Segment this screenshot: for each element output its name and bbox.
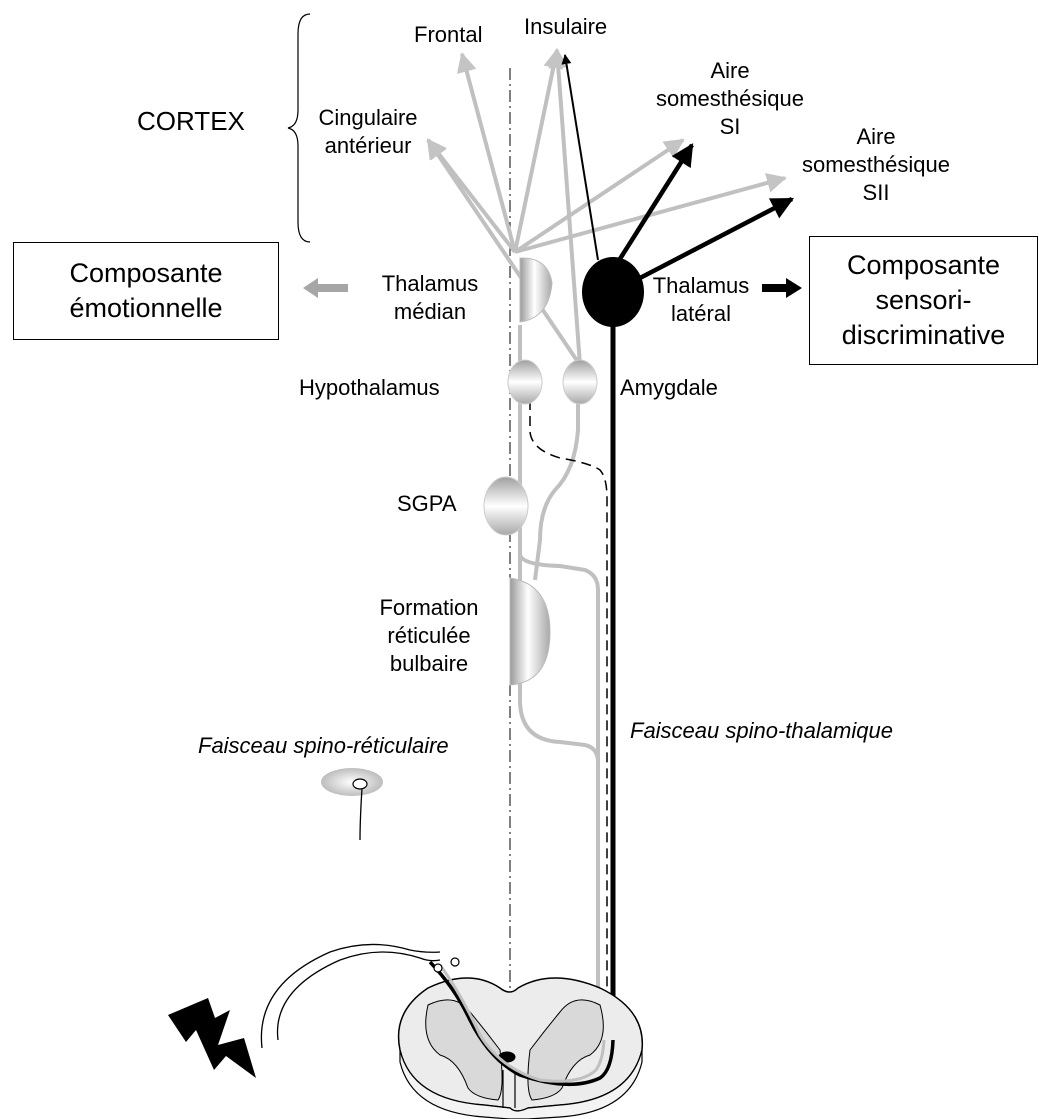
thalamus-lateral-label: Thalamus latéral — [641, 272, 761, 328]
emotional-component-box: Composante émotionnelle — [13, 242, 279, 340]
insulaire-label: Insulaire — [524, 13, 607, 41]
amygdale-label: Amygdale — [620, 374, 718, 402]
thalamus-median-label: Thalamus médian — [360, 270, 500, 326]
cingulaire-line-1: Cingulaire — [303, 104, 433, 132]
formation-label: Formation réticulée bulbaire — [354, 594, 504, 678]
dashed-link — [530, 400, 607, 1032]
cingulaire-line-2: antérieur — [303, 132, 433, 160]
sensory-line-2: sensori- — [810, 283, 1037, 318]
aire-sii-label: Aire somesthésique SII — [786, 123, 966, 207]
sgpa-label: SGPA — [397, 490, 457, 518]
aire-sii-line-1: Aire — [786, 123, 966, 151]
thalamus-median-line-2: médian — [360, 298, 500, 326]
aire-si-line-1: Aire — [645, 57, 815, 85]
thalamus-lateral-line-2: latéral — [641, 300, 761, 328]
spinal-cord — [399, 978, 643, 1119]
dorsal-root-ganglion — [321, 768, 383, 796]
aire-si-line-2: somesthésique — [645, 85, 815, 113]
sensory-line-3: discriminative — [810, 318, 1037, 353]
thalamus-median-line-1: Thalamus — [360, 270, 500, 298]
formation-reticulee — [510, 578, 550, 685]
amygdale-nucleus — [563, 360, 597, 404]
hypothalamus-label: Hypothalamus — [299, 374, 440, 402]
sensory-line-1: Composante — [810, 248, 1037, 283]
hypothalamus-nucleus — [508, 360, 542, 404]
aire-sii-line-3: SII — [786, 179, 966, 207]
formation-line-1: Formation — [354, 594, 504, 622]
formation-line-3: bulbaire — [354, 650, 504, 678]
formation-line-2: réticulée — [354, 622, 504, 650]
emotional-line-2: émotionnelle — [14, 291, 278, 326]
thalamus-lateral — [582, 257, 644, 327]
thalamus-median — [520, 258, 552, 322]
spino-reticulaire-label: Faisceau spino-réticulaire — [198, 733, 449, 759]
aire-sii-line-2: somesthésique — [786, 151, 966, 179]
emotional-line-1: Composante — [14, 256, 278, 291]
lightning-icon — [168, 998, 256, 1078]
thalamus-lateral-line-1: Thalamus — [641, 272, 761, 300]
cingulaire-label: Cingulaire antérieur — [303, 104, 433, 160]
spino-thalamique-label: Faisceau spino-thalamique — [630, 718, 893, 744]
cortex-label: CORTEX — [137, 107, 245, 135]
frontal-label: Frontal — [414, 21, 482, 49]
sgpa-nucleus — [484, 477, 528, 535]
sensory-arrow — [762, 278, 802, 298]
sensory-component-box: Composante sensori- discriminative — [809, 236, 1038, 365]
emotional-arrow — [303, 278, 348, 298]
